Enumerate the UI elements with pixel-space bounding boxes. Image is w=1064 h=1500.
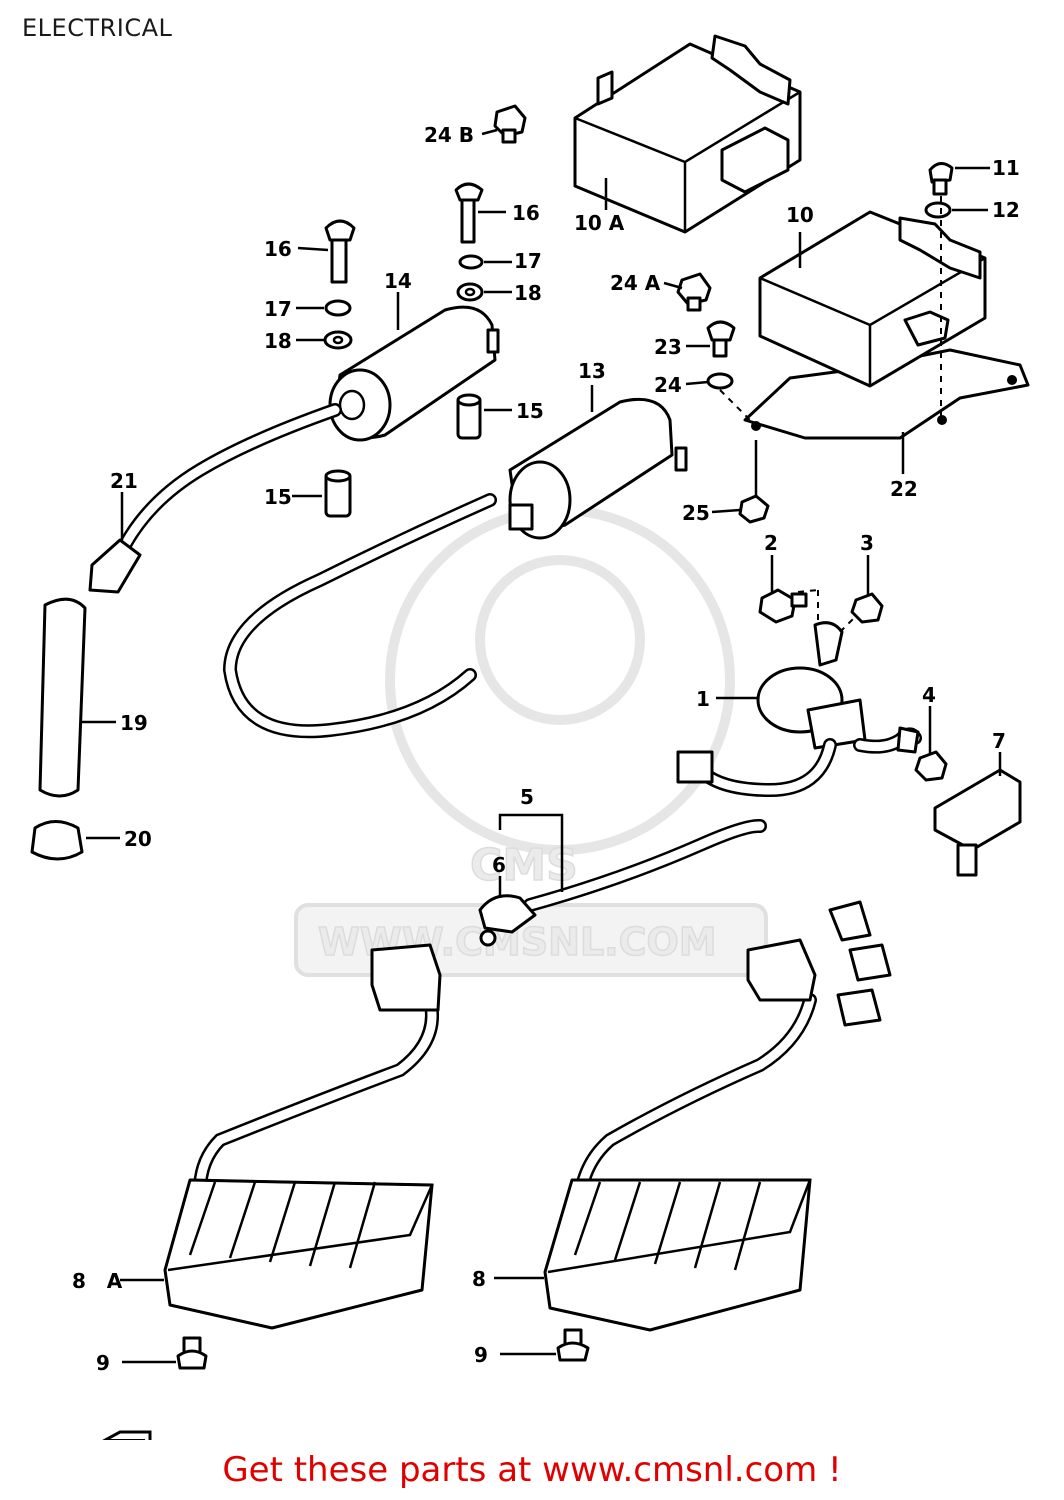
callout-14: 14 xyxy=(384,269,412,293)
callout-23: 23 xyxy=(654,335,682,359)
callout-25: 25 xyxy=(682,501,710,525)
part-8a-regulator-rectifier[interactable] xyxy=(163,943,442,1330)
watermark-logo-text: CMS xyxy=(470,840,578,891)
callout-21: 21 xyxy=(110,469,138,493)
part-23-screw[interactable] xyxy=(706,320,736,358)
callout-7: 7 xyxy=(992,729,1006,753)
part-19-plug-cap[interactable] xyxy=(38,597,87,798)
callout-15-lower: 15 xyxy=(264,485,292,509)
callout-8: 8 xyxy=(472,1267,486,1291)
callout-24a: 24 A xyxy=(610,271,661,295)
callout-18-mid: 18 xyxy=(514,281,542,305)
watermark-logo-face xyxy=(475,555,645,725)
part-3-nut[interactable] xyxy=(850,592,884,624)
part-9-screw-left[interactable] xyxy=(176,1336,208,1370)
callout-2: 2 xyxy=(764,531,778,555)
part-17-washer-mid[interactable] xyxy=(458,254,484,270)
part-5-battery-lead[interactable] xyxy=(523,818,767,912)
part-15-spacer-lower[interactable] xyxy=(324,469,352,518)
ht-lead-coil-13 xyxy=(222,493,497,739)
part-1-starter-relay[interactable] xyxy=(676,621,922,798)
part-17-washer-left[interactable] xyxy=(324,299,352,317)
part-14-ignition-coil[interactable] xyxy=(328,305,500,442)
callout-10: 10 xyxy=(786,203,814,227)
part-6-terminal-cap[interactable] xyxy=(478,894,537,947)
callout-22: 22 xyxy=(890,477,918,501)
callout-4: 4 xyxy=(922,683,936,707)
callout-labels: 24 B 10 A 11 12 10 16 16 14 17 18 17 1 8 … xyxy=(72,123,1020,1375)
part-12-washer[interactable] xyxy=(924,201,952,219)
callout-16-left: 16 xyxy=(264,237,292,261)
diagram-canvas: CMS WWW.CMSNL.COM xyxy=(30,34,1030,1440)
part-21-cap-connector[interactable] xyxy=(88,538,142,594)
front-arrow-icon xyxy=(102,1430,152,1440)
part-10a-igniter-unit[interactable] xyxy=(573,34,802,234)
footer-promo-link[interactable]: Get these parts at www.cmsnl.com ! xyxy=(222,1450,842,1490)
callout-17-mid: 17 xyxy=(514,249,542,273)
callout-9-left: 9 xyxy=(96,1351,110,1375)
part-10-igniter-unit[interactable] xyxy=(743,210,1030,440)
callout-5: 5 xyxy=(520,785,534,809)
part-4-nut[interactable] xyxy=(914,750,948,782)
part-8-regulator-rectifier[interactable] xyxy=(543,900,892,1332)
callout-24b: 24 B xyxy=(424,123,474,147)
part-2-bolt[interactable] xyxy=(758,588,808,624)
callout-12: 12 xyxy=(992,198,1020,222)
part-13-ignition-coil[interactable] xyxy=(508,397,688,540)
part-9-screw-right[interactable] xyxy=(556,1328,590,1362)
part-15-spacer-upper[interactable] xyxy=(456,393,482,440)
callout-24: 24 xyxy=(654,373,682,397)
callout-10a: 10 A xyxy=(574,211,625,235)
part-24-washer[interactable] xyxy=(706,372,734,390)
callout-3: 3 xyxy=(860,531,874,555)
part-25-nut[interactable] xyxy=(738,494,770,524)
part-7-relay-cover[interactable] xyxy=(933,768,1022,877)
part-18-washer-mid[interactable] xyxy=(456,282,484,302)
part-24b-screw[interactable] xyxy=(493,104,527,144)
leader-lines xyxy=(82,128,1002,1364)
part-24a-screw[interactable] xyxy=(676,272,712,312)
part-18-washer-left[interactable] xyxy=(323,330,353,350)
part-16-bolt-mid[interactable] xyxy=(454,182,484,244)
callout-13: 13 xyxy=(578,359,606,383)
ht-lead-coil-14 xyxy=(118,403,342,552)
callout-16-mid: 16 xyxy=(512,201,540,225)
callout-19: 19 xyxy=(120,711,148,735)
callout-1: 1 xyxy=(696,687,710,711)
callout-8a: 8 A xyxy=(72,1269,123,1293)
callout-11: 11 xyxy=(992,156,1020,180)
callout-17-left: 17 xyxy=(264,297,292,321)
callout-15-upper: 15 xyxy=(516,399,544,423)
diagram-title: ELECTRICAL xyxy=(22,14,173,42)
part-16-bolt-left[interactable] xyxy=(324,219,356,284)
callout-20: 20 xyxy=(124,827,152,851)
callout-18-left: 18 xyxy=(264,329,292,353)
callout-6: 6 xyxy=(492,853,506,877)
part-20-plug-cap-seal[interactable] xyxy=(30,820,84,861)
callout-9-right: 9 xyxy=(474,1343,488,1367)
part-11-screw[interactable] xyxy=(928,162,954,196)
